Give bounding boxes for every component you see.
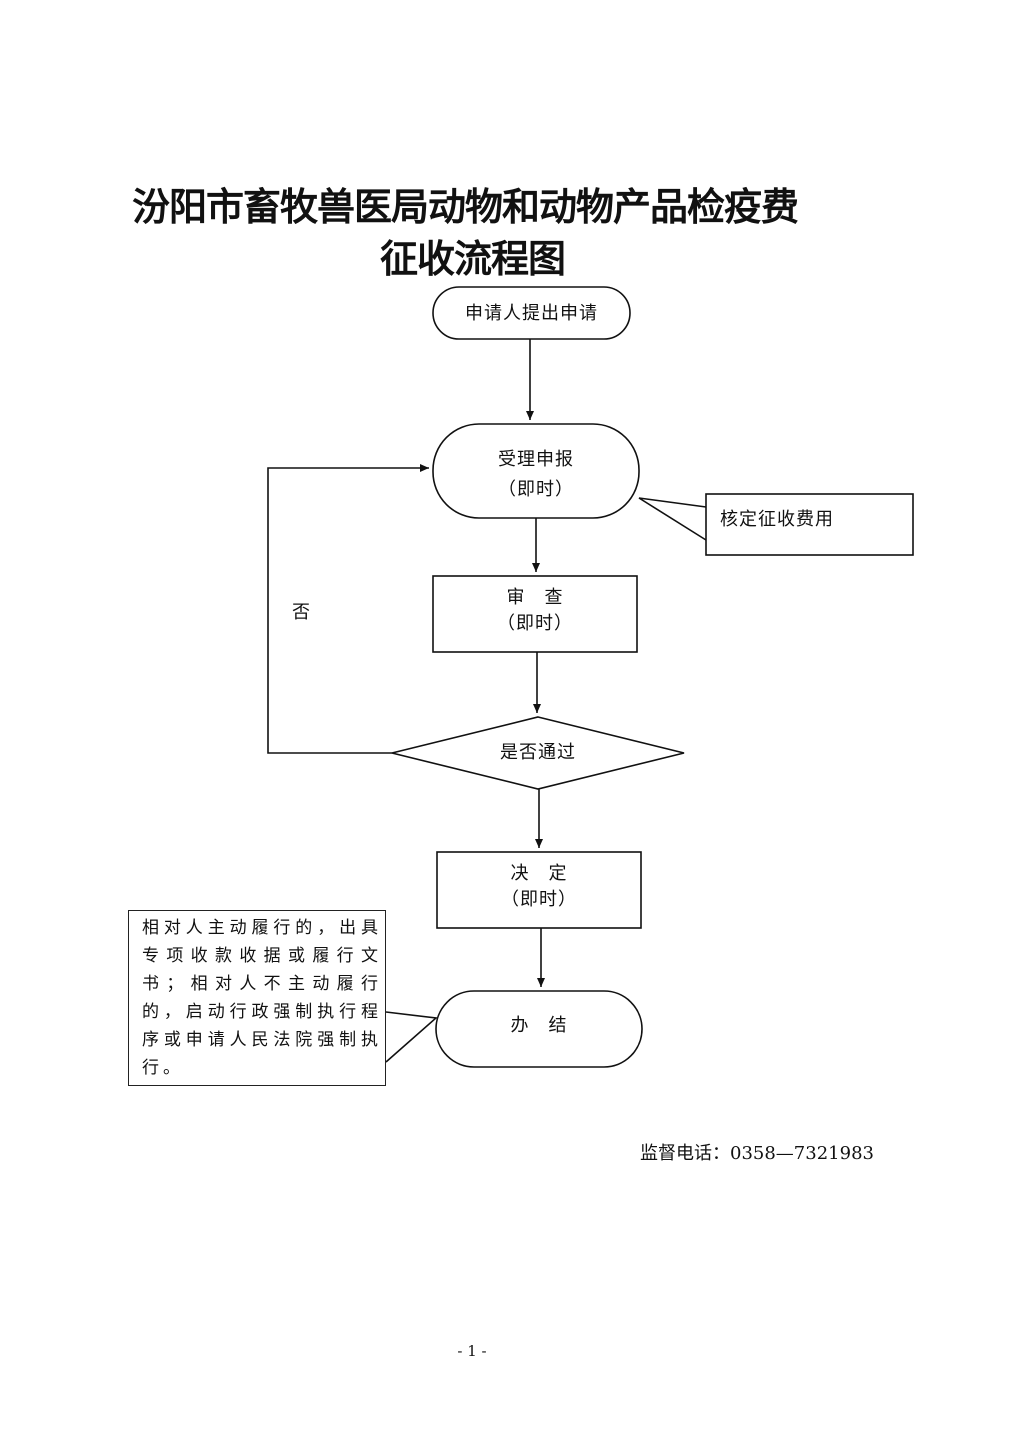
enforcement-note-box xyxy=(128,910,386,1086)
node-decide-shape xyxy=(436,851,642,929)
title-line-1: 汾阳市畜牧兽医局动物和动物产品检疫费 xyxy=(132,184,799,229)
node-accept-label: 受理申报 xyxy=(498,449,574,470)
node-finish-label: 办 结 xyxy=(510,1015,568,1036)
page-number: - 1 - xyxy=(457,1342,487,1360)
node-pass-check-shape xyxy=(391,716,685,790)
node-decide-time: （即时） xyxy=(501,889,577,910)
arrow-no-loop xyxy=(267,464,429,754)
node-accept-time: （即时） xyxy=(498,479,574,500)
node-pass-check-label: 是否通过 xyxy=(500,742,576,763)
enforcement-note-text: 相对人主动履行的，出具专项收款收据或履行文书；相对人不主动履行的，启动行政强制执… xyxy=(142,918,382,1078)
no-branch-label: 否 xyxy=(292,602,310,623)
title-line-2: 征收流程图 xyxy=(380,236,566,281)
node-apply-label: 申请人提出申请 xyxy=(465,303,598,324)
supervision-phone: 监督电话：0358—7321983 xyxy=(640,1143,874,1164)
node-review-shape xyxy=(432,575,638,653)
node-finish-shape xyxy=(435,990,643,1068)
fee-callout xyxy=(638,497,707,541)
node-apply-shape xyxy=(432,286,631,340)
fee-note: 核定征收费用 xyxy=(720,509,834,530)
node-review-time: （即时） xyxy=(497,613,573,634)
note-callout xyxy=(385,1011,438,1063)
node-review-label: 审 查 xyxy=(506,587,564,608)
node-decide-label: 决 定 xyxy=(510,863,568,884)
fee-box-shape xyxy=(705,493,914,556)
